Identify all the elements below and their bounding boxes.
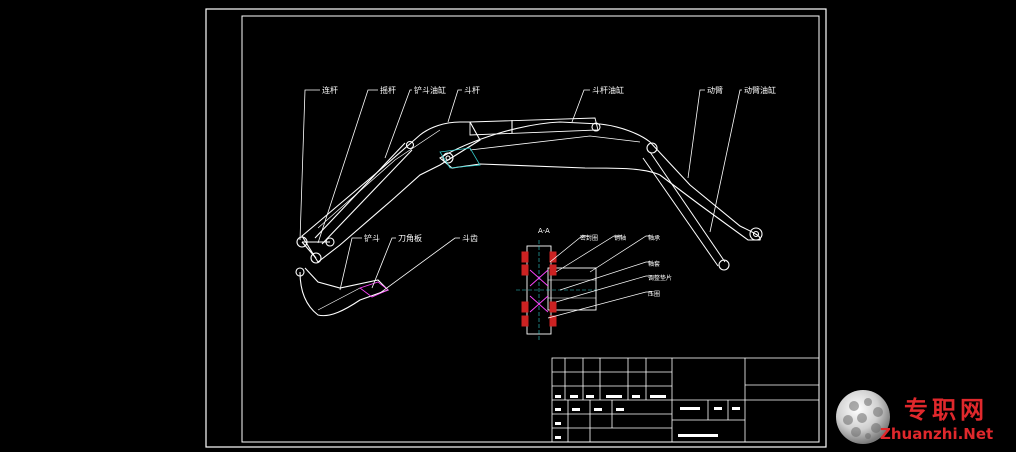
watermark-en: Zhuanzhi.Net	[880, 425, 994, 443]
label-boom: 动臂	[707, 85, 723, 95]
callout-labels: 连杆 摇杆 铲斗油缸 斗杆 斗杆油缸 动臂 动臂油缸 铲斗 刀角板 斗齿	[322, 85, 776, 243]
section-bearings	[521, 251, 557, 327]
label-bucket: 铲斗	[364, 233, 380, 243]
inner-border	[241, 15, 820, 443]
label-blade-plate: 刀角板	[398, 233, 422, 243]
section-labels: 密封圈 销轴 轴承 轴套 调整垫片 压圈	[580, 234, 672, 298]
section-a-a: A-A	[516, 227, 672, 340]
label-stick-cylinder: 斗杆油缸	[592, 85, 624, 95]
stick-cylinder	[469, 117, 599, 136]
section-label-shim: 调整垫片	[648, 274, 672, 282]
stick-pivot	[442, 152, 454, 164]
watermark-cn: 专职网	[904, 396, 988, 424]
label-rocker: 摇杆	[380, 85, 396, 95]
section-label-ring: 压圈	[648, 291, 660, 298]
label-stick: 斗杆	[464, 85, 480, 95]
label-boom-cylinder: 动臂油缸	[744, 85, 776, 95]
bucket-cylinder	[314, 142, 406, 239]
section-label-seal: 密封圈	[580, 234, 598, 242]
label-bucket-cylinder: 铲斗油缸	[414, 85, 446, 95]
section-label-bearing: 轴承	[648, 234, 660, 242]
boom	[439, 121, 761, 241]
bucket	[299, 267, 390, 317]
section-label-sleeve: 轴套	[648, 260, 660, 268]
label-bucket-tooth: 斗齿	[462, 234, 478, 243]
bucket-tooth	[359, 281, 389, 298]
boom-cylinder	[649, 151, 726, 263]
watermark: 专职网 Zhuanzhi.Net	[834, 388, 1014, 448]
section-title: A-A	[538, 227, 550, 235]
label-link-rod: 连杆	[322, 85, 338, 95]
watermark-logo-icon	[836, 390, 890, 444]
rocker	[301, 241, 317, 259]
boom-root-pin	[749, 227, 763, 241]
excavator-arm-assembly	[295, 117, 763, 317]
title-block	[551, 357, 820, 443]
leader-lines	[299, 89, 742, 294]
boom-pivot	[646, 142, 658, 154]
outer-border	[205, 8, 827, 448]
title-block-marks	[555, 395, 740, 439]
section-label-pin: 销轴	[614, 234, 626, 242]
stick	[301, 121, 481, 263]
